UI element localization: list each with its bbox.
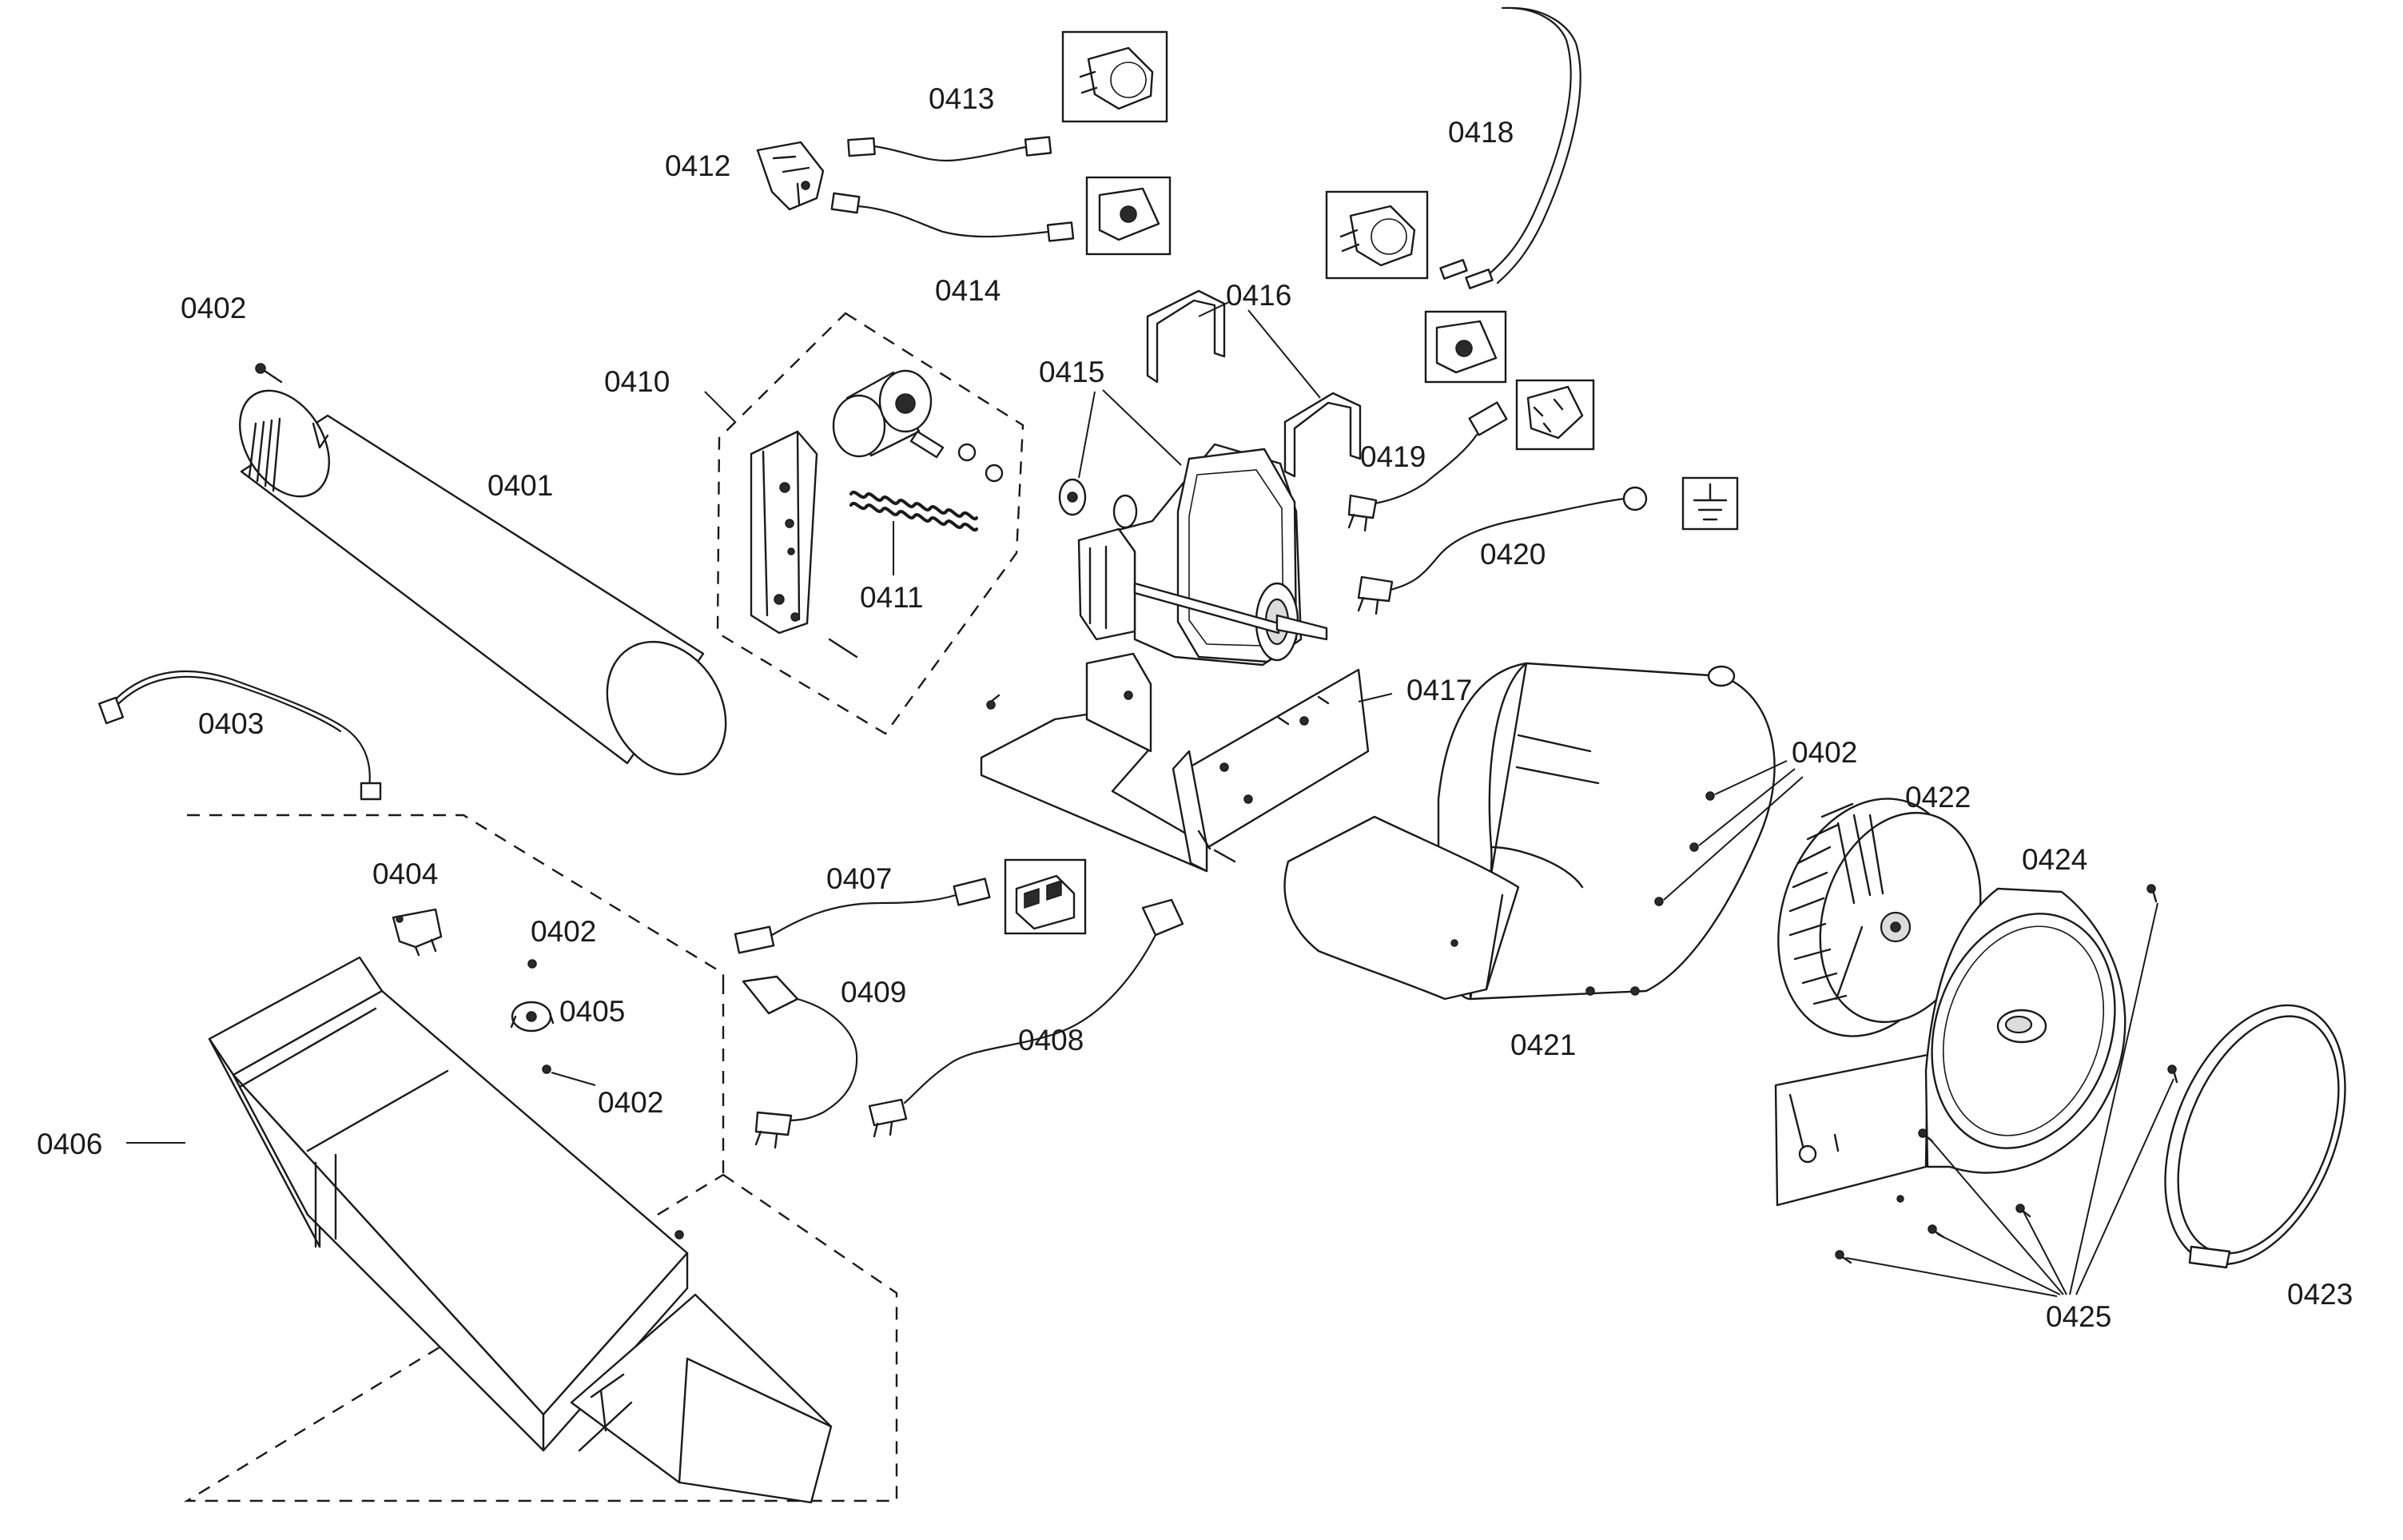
part-0417-motor-mount[interactable]: [980, 652, 1370, 873]
label-0402-b: 0402: [531, 915, 596, 948]
part-0415-motor[interactable]: [1058, 443, 1328, 667]
part-0419-switch[interactable]: [1347, 379, 1595, 532]
part-0421-blower-housing[interactable]: [1283, 662, 1776, 1001]
part-0403-wire-harness[interactable]: [98, 671, 382, 801]
label-0412: 0412: [665, 149, 730, 182]
part-0401-exhaust-duct[interactable]: [221, 375, 750, 797]
label-0406: 0406: [37, 1128, 102, 1160]
component-box-thermostat-1: [1061, 30, 1168, 123]
label-0425: 0425: [2046, 1300, 2111, 1333]
label-0413: 0413: [929, 82, 994, 115]
part-0416-motor-straps[interactable]: [1146, 289, 1362, 478]
part-0409-wire[interactable]: [742, 975, 858, 1149]
part-0402-screw-heater-lower[interactable]: [542, 1064, 596, 1086]
label-0407: 0407: [826, 862, 892, 895]
part-0422-blower-wheel[interactable]: [1749, 774, 2006, 1060]
part-0424-blower-cover[interactable]: [1774, 887, 2144, 1207]
leader-0416-a: [1198, 301, 1230, 317]
label-0420: 0420: [1480, 538, 1546, 571]
component-box-sensor-1: [1085, 176, 1172, 256]
label-0424: 0424: [2022, 843, 2087, 876]
label-0418: 0418: [1448, 116, 1514, 149]
label-0423: 0423: [2287, 1278, 2353, 1311]
label-0415: 0415: [1039, 356, 1104, 388]
label-0409: 0409: [841, 976, 906, 1009]
part-0410-idler-assembly[interactable]: [716, 312, 1024, 735]
label-0402-c: 0402: [598, 1086, 663, 1119]
label-0422: 0422: [1905, 781, 1971, 814]
label-0402-d: 0402: [1792, 736, 1857, 769]
component-box-sensor-2: [1424, 310, 1507, 384]
label-0419: 0419: [1360, 440, 1426, 473]
part-0423-drive-belt[interactable]: [2130, 979, 2381, 1291]
label-0405: 0405: [559, 995, 625, 1028]
label-0411: 0411: [860, 581, 924, 614]
leader-0415-b: [1102, 389, 1182, 466]
label-0421: 0421: [1510, 1029, 1576, 1061]
part-0406-heater-assembly[interactable]: [183, 814, 898, 1504]
leader-0415-a: [1078, 391, 1096, 479]
part-0402-screw-heater-upper[interactable]: [527, 959, 537, 969]
leader-0416-b: [1247, 309, 1321, 399]
part-0408-wire[interactable]: [868, 898, 1184, 1138]
label-0401: 0401: [487, 469, 553, 502]
leader-0417: [1358, 693, 1393, 702]
label-0410: 0410: [604, 365, 670, 398]
part-0402-screws-blower[interactable]: [1654, 760, 1804, 906]
part-0425-screws[interactable]: [1835, 884, 2178, 1297]
part-0412-thermostat-bracket[interactable]: [756, 141, 825, 211]
label-0402-a: 0402: [181, 292, 246, 324]
part-0405-thermal-fuse[interactable]: [510, 1001, 555, 1033]
label-0417: 0417: [1406, 674, 1472, 706]
label-0403: 0403: [198, 707, 264, 740]
part-0402-screw-left[interactable]: [255, 363, 283, 384]
label-0408: 0408: [1018, 1024, 1084, 1057]
part-0414-wire-lead[interactable]: [830, 192, 1075, 242]
leader-0410: [704, 391, 736, 423]
part-0413-wire-lead[interactable]: [847, 136, 1052, 162]
part-0418-wire[interactable]: [1439, 6, 1581, 289]
component-box-thermostat-2: [1325, 190, 1429, 280]
part-0407-wire[interactable]: [734, 858, 1087, 954]
label-0404: 0404: [372, 858, 438, 890]
part-0404-thermostat[interactable]: [392, 908, 443, 957]
label-0414: 0414: [935, 274, 1001, 307]
label-0416: 0416: [1226, 279, 1291, 312]
part-0420-ground-wire[interactable]: [1357, 476, 1739, 615]
